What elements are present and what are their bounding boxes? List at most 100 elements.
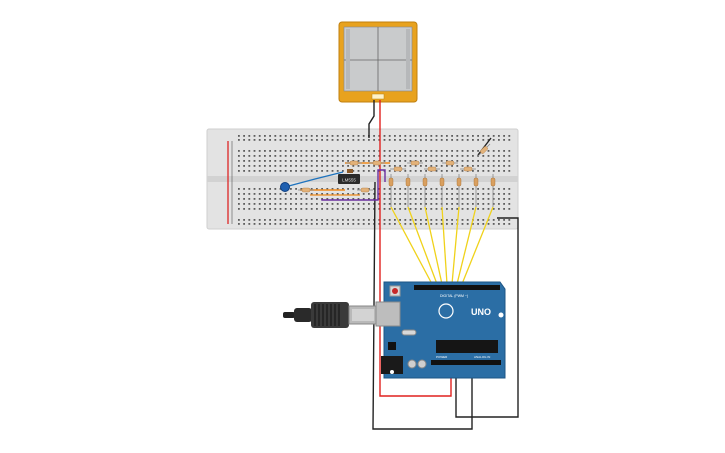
breadboard-hole [420, 170, 422, 172]
breadboard-hole [430, 150, 433, 152]
breadboard-hole [487, 223, 490, 225]
breadboard-hole [295, 150, 297, 152]
breadboard-hole [388, 193, 391, 195]
breadboard-hole [498, 170, 500, 172]
breadboard-hole [461, 165, 464, 167]
breadboard-hole [295, 193, 297, 195]
breadboard-hole [290, 150, 292, 152]
resistor[interactable] [390, 166, 406, 172]
breadboard-hole [253, 188, 256, 190]
breadboard-hole [352, 135, 355, 137]
lm555-chip[interactable]: LM555 [338, 174, 360, 184]
breadboard-hole [347, 150, 349, 152]
breadboard-hole [310, 219, 313, 221]
breadboard-hole [331, 155, 334, 157]
breadboard-hole [352, 219, 355, 221]
breadboard-hole [435, 223, 438, 225]
resistor[interactable] [298, 187, 314, 193]
breadboard-hole [394, 193, 396, 195]
resistor[interactable] [357, 187, 373, 193]
led[interactable] [473, 174, 479, 207]
multimeter[interactable] [338, 21, 418, 103]
breadboard-hole [446, 223, 448, 225]
breadboard-hole [472, 135, 474, 137]
breadboard-hole [331, 198, 334, 200]
breadboard-hole [253, 208, 256, 210]
resistor[interactable] [407, 160, 423, 166]
breadboard-hole [503, 223, 505, 225]
breadboard-hole [326, 208, 329, 210]
breadboard-hole [425, 165, 427, 167]
breadboard-hole [503, 160, 505, 162]
breadboard-hole [492, 170, 495, 172]
potentiometer[interactable] [280, 182, 290, 192]
breadboard-hole [409, 188, 412, 190]
breadboard-hole [383, 208, 386, 210]
breadboard-hole [336, 165, 339, 167]
breadboard-hole [373, 165, 375, 167]
breadboard-hole [425, 193, 427, 195]
breadboard-hole [342, 155, 344, 157]
led[interactable] [456, 174, 462, 207]
breadboard-hole [425, 160, 427, 162]
breadboard-hole [466, 208, 469, 210]
breadboard[interactable] [206, 128, 519, 230]
led[interactable] [405, 174, 411, 207]
breadboard-hole [425, 155, 427, 157]
breadboard-hole [264, 150, 266, 152]
led[interactable] [422, 174, 428, 207]
breadboard-hole [435, 208, 438, 210]
led[interactable] [388, 174, 394, 207]
breadboard-hole [238, 135, 240, 137]
breadboard-hole [466, 165, 469, 167]
chip-label: LM555 [342, 178, 356, 183]
breadboard-hole [243, 135, 245, 137]
resistor[interactable] [477, 143, 491, 157]
breadboard-hole [446, 165, 448, 167]
wire-blue [284, 171, 344, 188]
breadboard-hole [290, 219, 292, 221]
resistor[interactable] [346, 160, 362, 166]
led[interactable] [490, 174, 496, 207]
resistor[interactable] [442, 160, 458, 166]
breadboard-hole [300, 170, 303, 172]
breadboard-hole [404, 155, 407, 157]
breadboard-hole [456, 170, 459, 172]
breadboard-hole [295, 223, 297, 225]
breadboard-hole [248, 198, 251, 200]
breadboard-hole [466, 139, 469, 141]
breadboard-hole [487, 203, 490, 205]
breadboard-hole [368, 139, 370, 141]
breadboard-hole [373, 188, 375, 190]
breadboard-hole [274, 165, 277, 167]
breadboard-hole [414, 165, 417, 167]
breadboard-hole [284, 139, 287, 141]
breadboard-hole [420, 203, 422, 205]
breadboard-hole [321, 219, 323, 221]
usb-cable[interactable] [283, 302, 378, 328]
breadboard-hole [388, 165, 391, 167]
breadboard-hole [336, 198, 339, 200]
breadboard-hole [248, 208, 251, 210]
breadboard-hole [430, 208, 433, 210]
resistor[interactable] [369, 160, 385, 166]
breadboard-hole [435, 198, 438, 200]
led[interactable] [439, 174, 445, 207]
resistor[interactable] [460, 166, 476, 172]
breadboard-hole [264, 165, 266, 167]
breadboard-hole [409, 160, 412, 162]
breadboard-hole [503, 208, 505, 210]
breadboard-hole [394, 223, 396, 225]
resistor[interactable] [424, 166, 440, 172]
breadboard-hole [336, 135, 339, 137]
breadboard-hole [305, 155, 308, 157]
breadboard-hole [420, 150, 422, 152]
breadboard-hole [269, 223, 271, 225]
breadboard-hole [399, 150, 401, 152]
breadboard-hole [264, 155, 266, 157]
breadboard-hole [425, 139, 427, 141]
breadboard-hole [487, 170, 490, 172]
breadboard-hole [362, 193, 365, 195]
arduino-uno[interactable]: UNO DIGITAL (PWM ~) POWER ANALOG IN [375, 281, 506, 379]
breadboard-hole [347, 139, 349, 141]
